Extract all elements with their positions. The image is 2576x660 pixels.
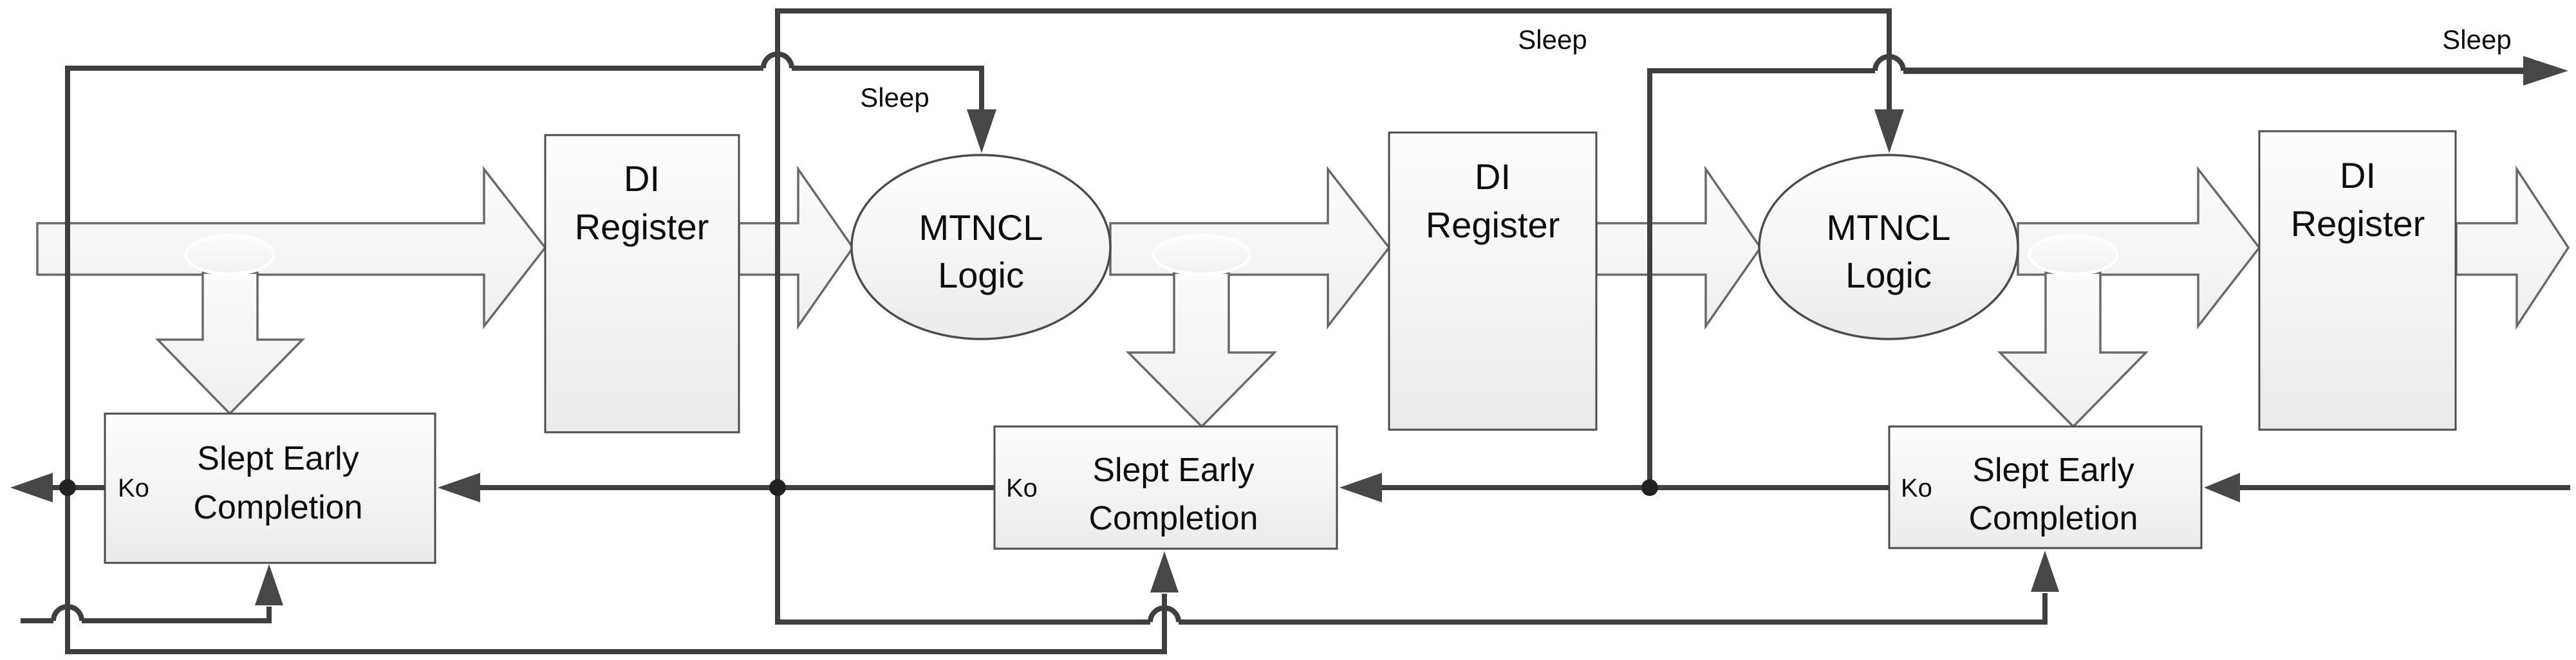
sec-3-label-line1: Slept Early — [1972, 452, 2134, 489]
data-arrow-reg1-to-logic1 — [738, 165, 855, 330]
down-branch-arrow-3 — [1997, 271, 2149, 428]
bottom-rail-sec2-to-sec3 — [775, 485, 1150, 625]
bus-junction-ball-3 — [2028, 234, 2119, 276]
di-register-1-label-line2: Register — [575, 206, 709, 247]
wire-jump-arc — [1872, 54, 1906, 71]
sleep-arrowhead-into-logic1 — [967, 109, 996, 153]
di-register-2-box — [1388, 131, 1598, 431]
sec-3-label-line2: Completion — [1968, 500, 2138, 537]
up-arrowhead-into-sec1 — [255, 564, 283, 605]
slept-early-completion-1-box — [104, 412, 436, 564]
wire-jump-arc — [1148, 605, 1181, 623]
junction-dot-1 — [59, 479, 76, 496]
sleep-wire-1 — [65, 66, 763, 490]
data-arrow-logic1-to-reg2 — [1109, 165, 1391, 330]
di-register-2-label-line2: Register — [1426, 205, 1560, 245]
sleep-arrowhead-into-logic2 — [1874, 109, 1904, 153]
mtncl-logic-1-ellipse — [850, 154, 1112, 340]
di-register-1-box — [544, 134, 740, 434]
sleep-label-1: Sleep — [860, 82, 929, 113]
slept-early-completion-2-box — [993, 425, 1338, 550]
sec-1-label-line1: Slept Early — [197, 440, 359, 477]
data-arrow-reg2-to-logic2 — [1595, 165, 1762, 330]
sleep-label-2: Sleep — [1518, 24, 1587, 55]
bottom-rail-sec2-to-sec3-b — [1179, 593, 2048, 625]
down-branch-arrow-1 — [154, 271, 306, 416]
mtncl-logic-1-label-line1: MTNCL — [919, 207, 1043, 248]
sec-1-label-line2: Completion — [193, 489, 362, 526]
di-register-3-label-line1: DI — [2340, 155, 2376, 196]
ko-output-arrowhead — [10, 473, 53, 502]
di-register-1-label-line1: DI — [624, 158, 660, 199]
bus-junction-ball-2 — [1152, 234, 1252, 276]
sleep-wire-3 — [1647, 68, 1875, 490]
slept-early-completion-3-box — [1888, 425, 2203, 549]
sleep-wire-2 — [775, 8, 1892, 490]
up-arrowhead-into-sec3 — [2031, 551, 2059, 592]
data-input-arrow — [36, 165, 547, 330]
di-register-3-box — [2258, 130, 2457, 431]
ko-arrowhead-into-sec3 — [2204, 473, 2240, 502]
bottom-rail-sec1-to-sec2 — [65, 485, 1167, 654]
signal-wires — [10, 8, 2570, 654]
bus-junction-ball-1 — [184, 234, 275, 276]
mtncl-logic-1-label-line2: Logic — [938, 255, 1024, 295]
sec-1-ko-port-label: Ko — [118, 474, 149, 502]
ko-arrowhead-into-sec2 — [1339, 473, 1382, 502]
mtncl-logic-2-label-line1: MTNCL — [1827, 207, 1951, 248]
sec-2-label-line2: Completion — [1088, 500, 1258, 537]
sec-2-label-line1: Slept Early — [1092, 452, 1254, 489]
di-register-2-label-line1: DI — [1475, 156, 1511, 197]
sleep-wire-1b — [792, 66, 984, 111]
sec-2-ko-port-label: Ko — [1006, 474, 1038, 502]
data-flow-arrows — [36, 165, 2570, 428]
sleep-label-3: Sleep — [2442, 24, 2511, 55]
di-register-3-label-line2: Register — [2291, 203, 2425, 244]
labels: DI Register DI Register DI Register MTNC… — [118, 24, 2512, 537]
junction-dot-3 — [1641, 479, 1658, 496]
data-output-arrow — [2455, 165, 2570, 330]
ki-input-stub-b — [82, 607, 272, 623]
sleep-output-arrowhead — [2523, 56, 2568, 86]
down-branch-arrow-2 — [1125, 271, 1278, 428]
junction-dot-2 — [769, 479, 786, 496]
up-arrowhead-into-sec2 — [1150, 551, 1179, 592]
ko-arrowhead-into-sec1 — [438, 473, 480, 502]
mtncl-logic-2-label-line2: Logic — [1845, 255, 1932, 295]
blocks — [104, 130, 2457, 564]
sec-3-ko-port-label: Ko — [1901, 474, 1932, 502]
mtncl-logic-2-ellipse — [1758, 154, 2019, 340]
